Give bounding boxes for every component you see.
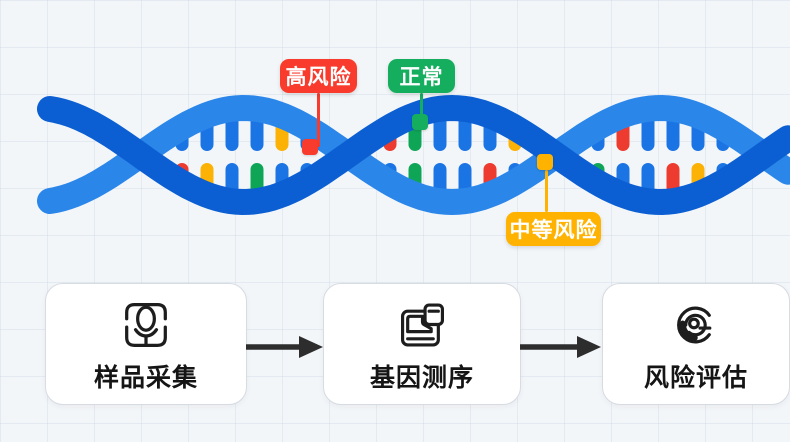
risk-pointer-line-medium bbox=[544, 170, 548, 212]
risk-pointer-line-high bbox=[316, 93, 320, 147]
risk-label-medium-text: 中等风险 bbox=[509, 219, 598, 242]
risk-label-normal-text: 正常 bbox=[399, 66, 444, 89]
dna-strand-dark bbox=[37, 94, 790, 216]
risk-marker-medium bbox=[537, 154, 553, 170]
risk-pointer-line-normal bbox=[419, 93, 423, 122]
risk-label-medium: 中等风险 bbox=[506, 212, 601, 246]
flow-arrow-1 bbox=[246, 336, 323, 358]
risk-marker-high bbox=[302, 139, 318, 155]
dna-helix bbox=[37, 94, 790, 216]
dna-strand-light bbox=[37, 94, 790, 216]
risk-assessment-icon bbox=[676, 306, 711, 344]
workflow-step-label: 风险评估 bbox=[643, 364, 748, 392]
flow-arrow-2 bbox=[520, 336, 601, 358]
risk-label-high: 高风险 bbox=[280, 59, 357, 93]
risk-label-high-text: 高风险 bbox=[285, 66, 352, 89]
risk-label-normal: 正常 bbox=[388, 59, 455, 93]
workflow-step-sample-collection: 样品采集 bbox=[45, 283, 247, 405]
sample-collection-icon bbox=[125, 303, 167, 347]
risk-marker-normal bbox=[412, 114, 428, 130]
workflow-step-label: 样品采集 bbox=[93, 364, 198, 392]
workflow-step-gene-sequencing: 基因测序 bbox=[323, 283, 521, 405]
workflow-step-label: 基因测序 bbox=[369, 364, 474, 392]
workflow-step-risk-assessment: 风险评估 bbox=[602, 283, 790, 405]
gene-sequencing-icon bbox=[400, 303, 444, 347]
